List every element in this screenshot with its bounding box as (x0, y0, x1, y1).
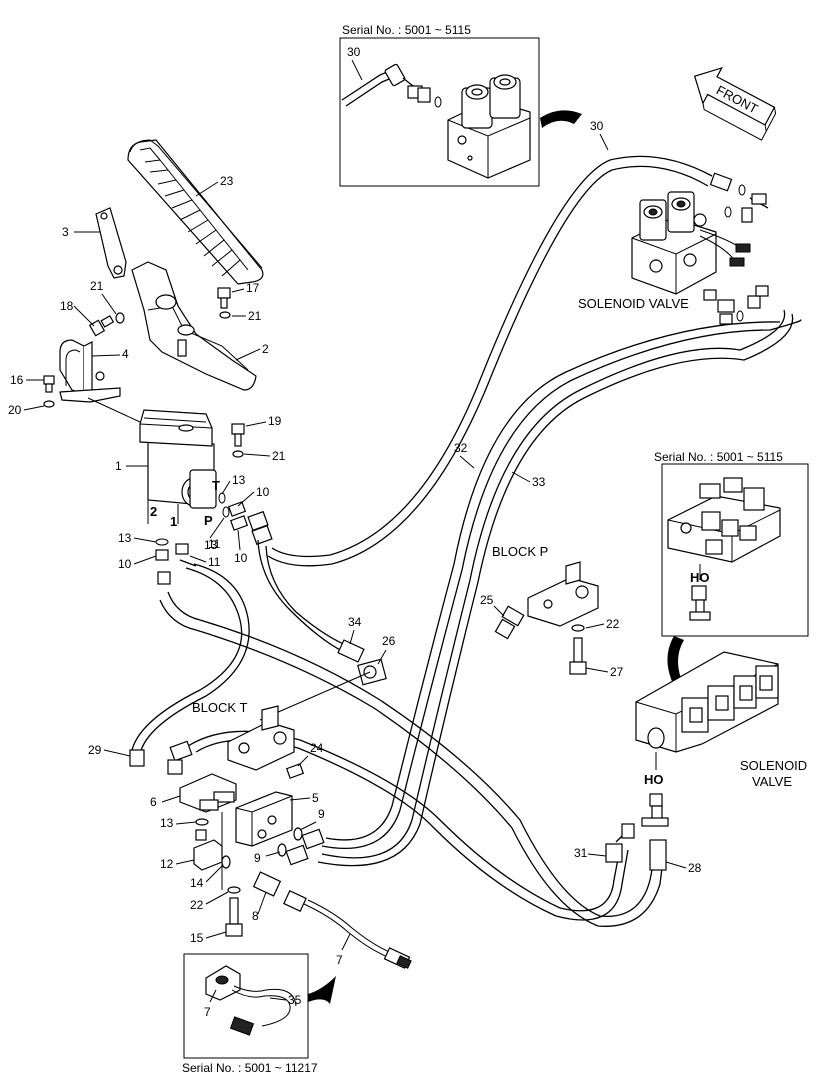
callout-21-right: 21 (248, 309, 262, 323)
lever-3 (95, 207, 127, 279)
callout-35: 35 (288, 993, 302, 1007)
callout-34: 34 (348, 615, 362, 629)
callout-26: 26 (382, 634, 396, 648)
port-label-1: 1 (170, 514, 177, 529)
callout-20: 20 (8, 403, 22, 417)
serial-label-bottom: Serial No. : 5001 ~ 11217 (182, 1061, 318, 1075)
callout-33: 33 (532, 475, 546, 489)
callout-4: 4 (122, 347, 129, 361)
hose-32 (317, 309, 794, 867)
callout-13-bottom: 13 (160, 816, 174, 830)
fittings-9 (277, 827, 325, 866)
switch-8-7 (252, 871, 412, 969)
callout-12: 12 (160, 857, 174, 871)
block-6 (179, 773, 237, 813)
callout-8: 8 (252, 909, 259, 923)
solenoid-valve-right-label-2: VALVE (752, 774, 792, 789)
bolt-18 (88, 312, 125, 337)
solenoid-valve-right (635, 651, 779, 827)
callout-11-upper: 11 (208, 537, 221, 551)
callout-10-right: 10 (234, 551, 248, 565)
detail-box-right: Serial No. : 5001 ~ 5115 (654, 450, 809, 690)
bracket-4 (59, 339, 121, 403)
callout-14: 14 (190, 876, 204, 890)
callout-2: 2 (262, 342, 269, 356)
callout-1: 1 (115, 459, 122, 473)
serial-label-top: Serial No. : 5001 ~ 5115 (342, 23, 471, 37)
block-p-label: BLOCK P (492, 544, 548, 559)
callout-32: 32 (454, 441, 468, 455)
callout-21-left: 21 (90, 279, 104, 293)
hose-30 (267, 155, 713, 567)
callout-13-mid: 13 (204, 538, 218, 552)
bolt-17 (217, 287, 231, 319)
ho-label-bottom: HO (644, 772, 664, 787)
bolt-16 (43, 375, 55, 408)
callout-9-bottom: 9 (254, 851, 261, 865)
solenoid-valve-top (631, 172, 769, 325)
callout-7-detail: 7 (204, 1005, 211, 1019)
callout-22-top: 22 (606, 617, 620, 631)
callout-17: 17 (246, 281, 260, 295)
hose-33 (321, 319, 802, 850)
callout-9-top: 9 (318, 807, 325, 821)
port-label-T: T (212, 478, 220, 493)
callout-7: 7 (336, 953, 343, 967)
solenoid-valve-right-label-1: SOLENOID (740, 758, 807, 773)
callout-13-top: 13 (232, 473, 246, 487)
callout-27: 27 (610, 665, 624, 679)
ho-label-top: HO (690, 570, 710, 585)
block-p (494, 561, 599, 640)
stack-12-15 (193, 812, 243, 937)
hose-end-block-t (167, 740, 193, 775)
bolt-27 (569, 624, 587, 675)
detail-box-bottom: Serial No. : 5001 ~ 11217 (182, 953, 336, 1075)
port-label-2: 2 (150, 504, 157, 519)
callout-16: 16 (10, 373, 24, 387)
hose-29 (129, 563, 250, 767)
callout-5: 5 (312, 791, 319, 805)
callout-11-lower: 11 (208, 555, 221, 569)
callout-24: 24 (310, 741, 324, 755)
callout-25: 25 (480, 593, 494, 607)
fittings-ports-1-2 (155, 538, 197, 585)
callout-13-left: 13 (118, 531, 132, 545)
callout-21-lower: 21 (272, 449, 286, 463)
hose-28 (159, 591, 667, 927)
port-label-P: P (204, 513, 213, 528)
callout-28: 28 (688, 861, 702, 875)
callout-3: 3 (62, 225, 69, 239)
callout-19: 19 (268, 414, 282, 428)
bolt-19 (231, 423, 245, 458)
callout-30: 30 (590, 119, 604, 133)
hose-34 (257, 539, 365, 663)
callout-10-left: 10 (118, 557, 132, 571)
pedal-pad-23 (127, 139, 264, 285)
bracket-5 (235, 791, 293, 847)
block-t-label: BLOCK T (192, 700, 247, 715)
callout-10-top: 10 (256, 485, 270, 499)
callout-29: 29 (88, 743, 102, 757)
callout-22-bottom: 22 (190, 898, 204, 912)
callout-31: 31 (574, 846, 588, 860)
detail-box-top: Serial No. : 5001 ~ 5115 30 (339, 23, 582, 187)
serial-label-right: Serial No. : 5001 ~ 5115 (654, 450, 783, 464)
solenoid-valve-top-label: SOLENOID VALVE (578, 296, 689, 311)
callout-23: 23 (220, 174, 234, 188)
fittings-pilot-ports (218, 492, 273, 546)
pilot-valve-1 (139, 409, 217, 524)
callout-15: 15 (190, 931, 204, 945)
pedal-arm-2 (131, 261, 257, 391)
front-arrow: FRONT (693, 66, 777, 141)
callout-18: 18 (60, 299, 74, 313)
block-t (227, 705, 305, 779)
callout-6: 6 (150, 795, 157, 809)
callout-30-detail: 30 (347, 45, 361, 59)
